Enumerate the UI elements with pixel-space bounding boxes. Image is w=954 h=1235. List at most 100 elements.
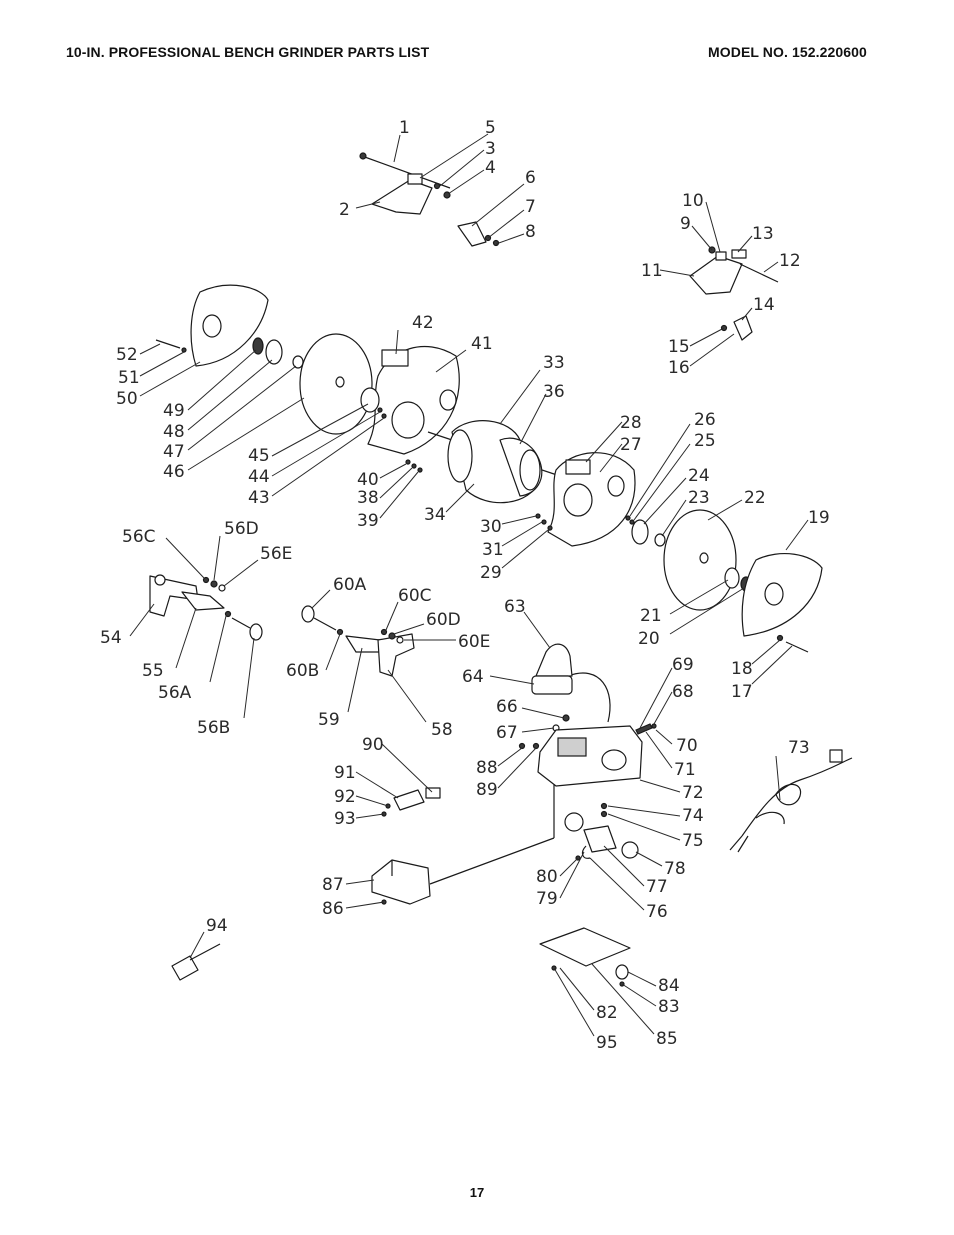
part-label-91: 91 — [334, 763, 356, 783]
model-number: MODEL NO. 152.220600 — [708, 44, 867, 60]
part-label-20: 20 — [638, 629, 660, 649]
part-label-21: 21 — [640, 606, 662, 626]
part-label-71: 71 — [674, 760, 696, 780]
part-label-76: 76 — [646, 902, 668, 922]
part-label-22: 22 — [744, 488, 766, 508]
part-label-42: 42 — [412, 313, 434, 333]
washer-10 — [715, 251, 727, 261]
part-label-72: 72 — [682, 783, 704, 803]
motor-end-bell-36 — [519, 449, 541, 491]
tool-rest-55 — [181, 591, 225, 611]
cord-lead-2 — [737, 835, 749, 853]
base-switch-panel-72 — [557, 737, 587, 757]
part-label-28: 28 — [620, 413, 642, 433]
washer-60b — [336, 628, 344, 636]
part-label-25: 25 — [694, 431, 716, 451]
eye-shield-2 — [371, 179, 433, 215]
guard-cap-28 — [565, 459, 591, 475]
nut-29 — [547, 525, 553, 531]
part-label-89: 89 — [476, 780, 498, 800]
screw-44 — [377, 407, 383, 413]
washer-89 — [532, 742, 540, 750]
cord-loop — [755, 811, 785, 825]
part-label-58: 58 — [431, 720, 453, 740]
bushing-78 — [621, 841, 639, 859]
part-label-45: 45 — [248, 446, 270, 466]
part-label-69: 69 — [672, 655, 694, 675]
base-72 — [537, 725, 643, 787]
part-label-8: 8 — [525, 222, 536, 242]
screw-40 — [405, 459, 411, 465]
part-label-34: 34 — [424, 505, 446, 525]
cord-coil — [775, 783, 802, 806]
part-label-95: 95 — [596, 1033, 618, 1053]
part-label-56a: 56A — [158, 683, 192, 703]
part-label-60d: 60D — [426, 610, 461, 630]
nut-60e — [396, 636, 404, 644]
part-label-13: 13 — [752, 224, 774, 244]
part-label-73: 73 — [788, 738, 810, 758]
part-label-39: 39 — [357, 511, 379, 531]
plug-73 — [829, 749, 843, 763]
part-label-44: 44 — [248, 467, 270, 487]
tool-rest-bracket-58 — [377, 633, 415, 677]
screw-56c — [202, 576, 210, 584]
lamp-base-64 — [531, 675, 573, 695]
part-label-24: 24 — [688, 466, 710, 486]
washer-56d — [210, 580, 218, 588]
part-label-30: 30 — [480, 517, 502, 537]
water-tray — [371, 784, 555, 905]
part-label-75: 75 — [682, 831, 704, 851]
washer-51 — [181, 347, 187, 353]
part-label-47: 47 — [163, 442, 185, 462]
tool-rest-left — [149, 574, 263, 641]
eye-shield-assembly-left — [359, 152, 500, 247]
part-label-46: 46 — [163, 462, 185, 482]
part-label-64: 64 — [462, 667, 484, 687]
part-label-23: 23 — [688, 488, 710, 508]
part-label-56d: 56D — [224, 519, 259, 539]
washer-23 — [654, 533, 666, 547]
inner-wheel-guard-right — [535, 452, 636, 547]
flange-48 — [265, 339, 283, 365]
part-label-40: 40 — [357, 470, 379, 490]
part-label-6: 6 — [525, 168, 536, 188]
part-label-84: 84 — [658, 976, 680, 996]
part-label-66: 66 — [496, 697, 518, 717]
dust-port-41 — [439, 389, 457, 411]
part-label-82: 82 — [596, 1003, 618, 1023]
screw-30 — [535, 513, 541, 519]
part-label-87: 87 — [322, 875, 344, 895]
washer-26 — [625, 515, 631, 521]
part-label-29: 29 — [480, 563, 502, 583]
page-title: 10-IN. PROFESSIONAL BENCH GRINDER PARTS … — [66, 44, 430, 60]
part-label-60c: 60C — [398, 586, 432, 606]
bracket-13 — [731, 249, 747, 259]
cord-lead-1 — [729, 835, 743, 851]
part-label-70: 70 — [676, 736, 698, 756]
knob-56b — [249, 623, 263, 641]
bolt-1 — [361, 155, 451, 189]
wrench-handle — [189, 943, 221, 961]
lamp-gooseneck — [567, 672, 611, 723]
part-label-3: 3 — [485, 139, 496, 159]
part-label-2: 2 — [339, 200, 350, 220]
washer-75 — [600, 810, 608, 818]
part-label-17: 17 — [731, 682, 753, 702]
bracket-14 — [733, 315, 753, 341]
part-label-74: 74 — [682, 806, 704, 826]
part-label-85: 85 — [656, 1029, 678, 1049]
tray-reference-line — [429, 837, 555, 885]
part-label-4: 4 — [485, 158, 496, 178]
flange-21 — [724, 567, 740, 589]
lamp-shade-63 — [535, 643, 573, 677]
screw-68 — [651, 723, 657, 729]
part-label-88: 88 — [476, 758, 498, 778]
bracket-knob-54 — [154, 574, 166, 586]
washer-38 — [411, 463, 417, 469]
part-label-10: 10 — [682, 191, 704, 211]
part-label-60a: 60A — [333, 575, 367, 595]
inner-wheel-guard-left — [360, 346, 460, 455]
nut-39 — [417, 467, 423, 473]
part-label-5: 5 — [485, 118, 496, 138]
